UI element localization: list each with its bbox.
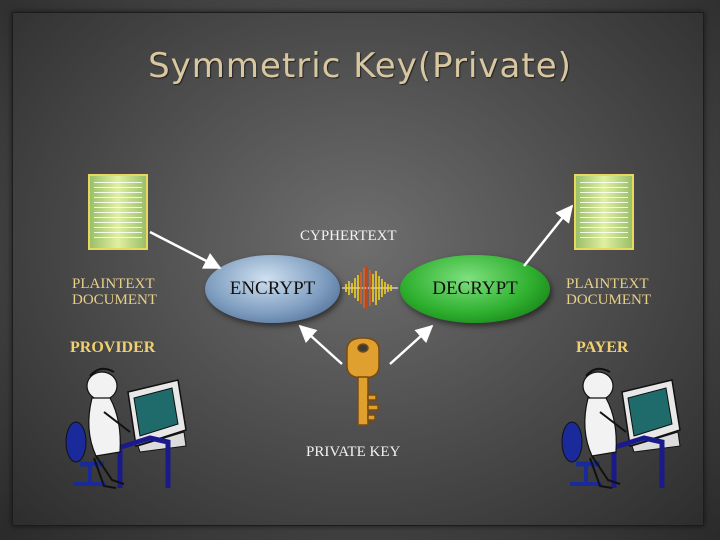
person-at-computer-right-icon: [561, 367, 681, 489]
decrypt-label: DECRYPT: [432, 278, 518, 299]
plaintext-document-left-label: PLAINTEXT DOCUMENT: [72, 276, 157, 308]
slide-title: Symmetric Key(Private): [148, 46, 572, 86]
plaintext-document-right-label: PLAINTEXT DOCUMENT: [566, 276, 651, 308]
person-at-computer-left-icon: [65, 367, 187, 489]
private-key-label: PRIVATE KEY: [306, 444, 401, 460]
provider-label: PROVIDER: [70, 339, 156, 356]
arrow-key-to-encrypt: [298, 324, 343, 365]
plaintext-document-left-icon: [88, 174, 148, 250]
encrypt-label: ENCRYPT: [229, 278, 316, 299]
slide-frame: [12, 12, 704, 526]
cyphertext-label: CYPHERTEXT: [300, 228, 397, 244]
encrypt-node: ENCRYPT: [205, 255, 340, 323]
plaintext-document-right-icon: [574, 174, 634, 250]
payer-label: PAYER: [576, 339, 629, 356]
waveform-icon: [342, 266, 398, 310]
arrow-decrypt-to-document: [523, 204, 574, 267]
arrow-document-to-encrypt: [149, 230, 222, 270]
key-icon: [346, 337, 380, 426]
arrow-key-to-decrypt: [389, 324, 434, 365]
